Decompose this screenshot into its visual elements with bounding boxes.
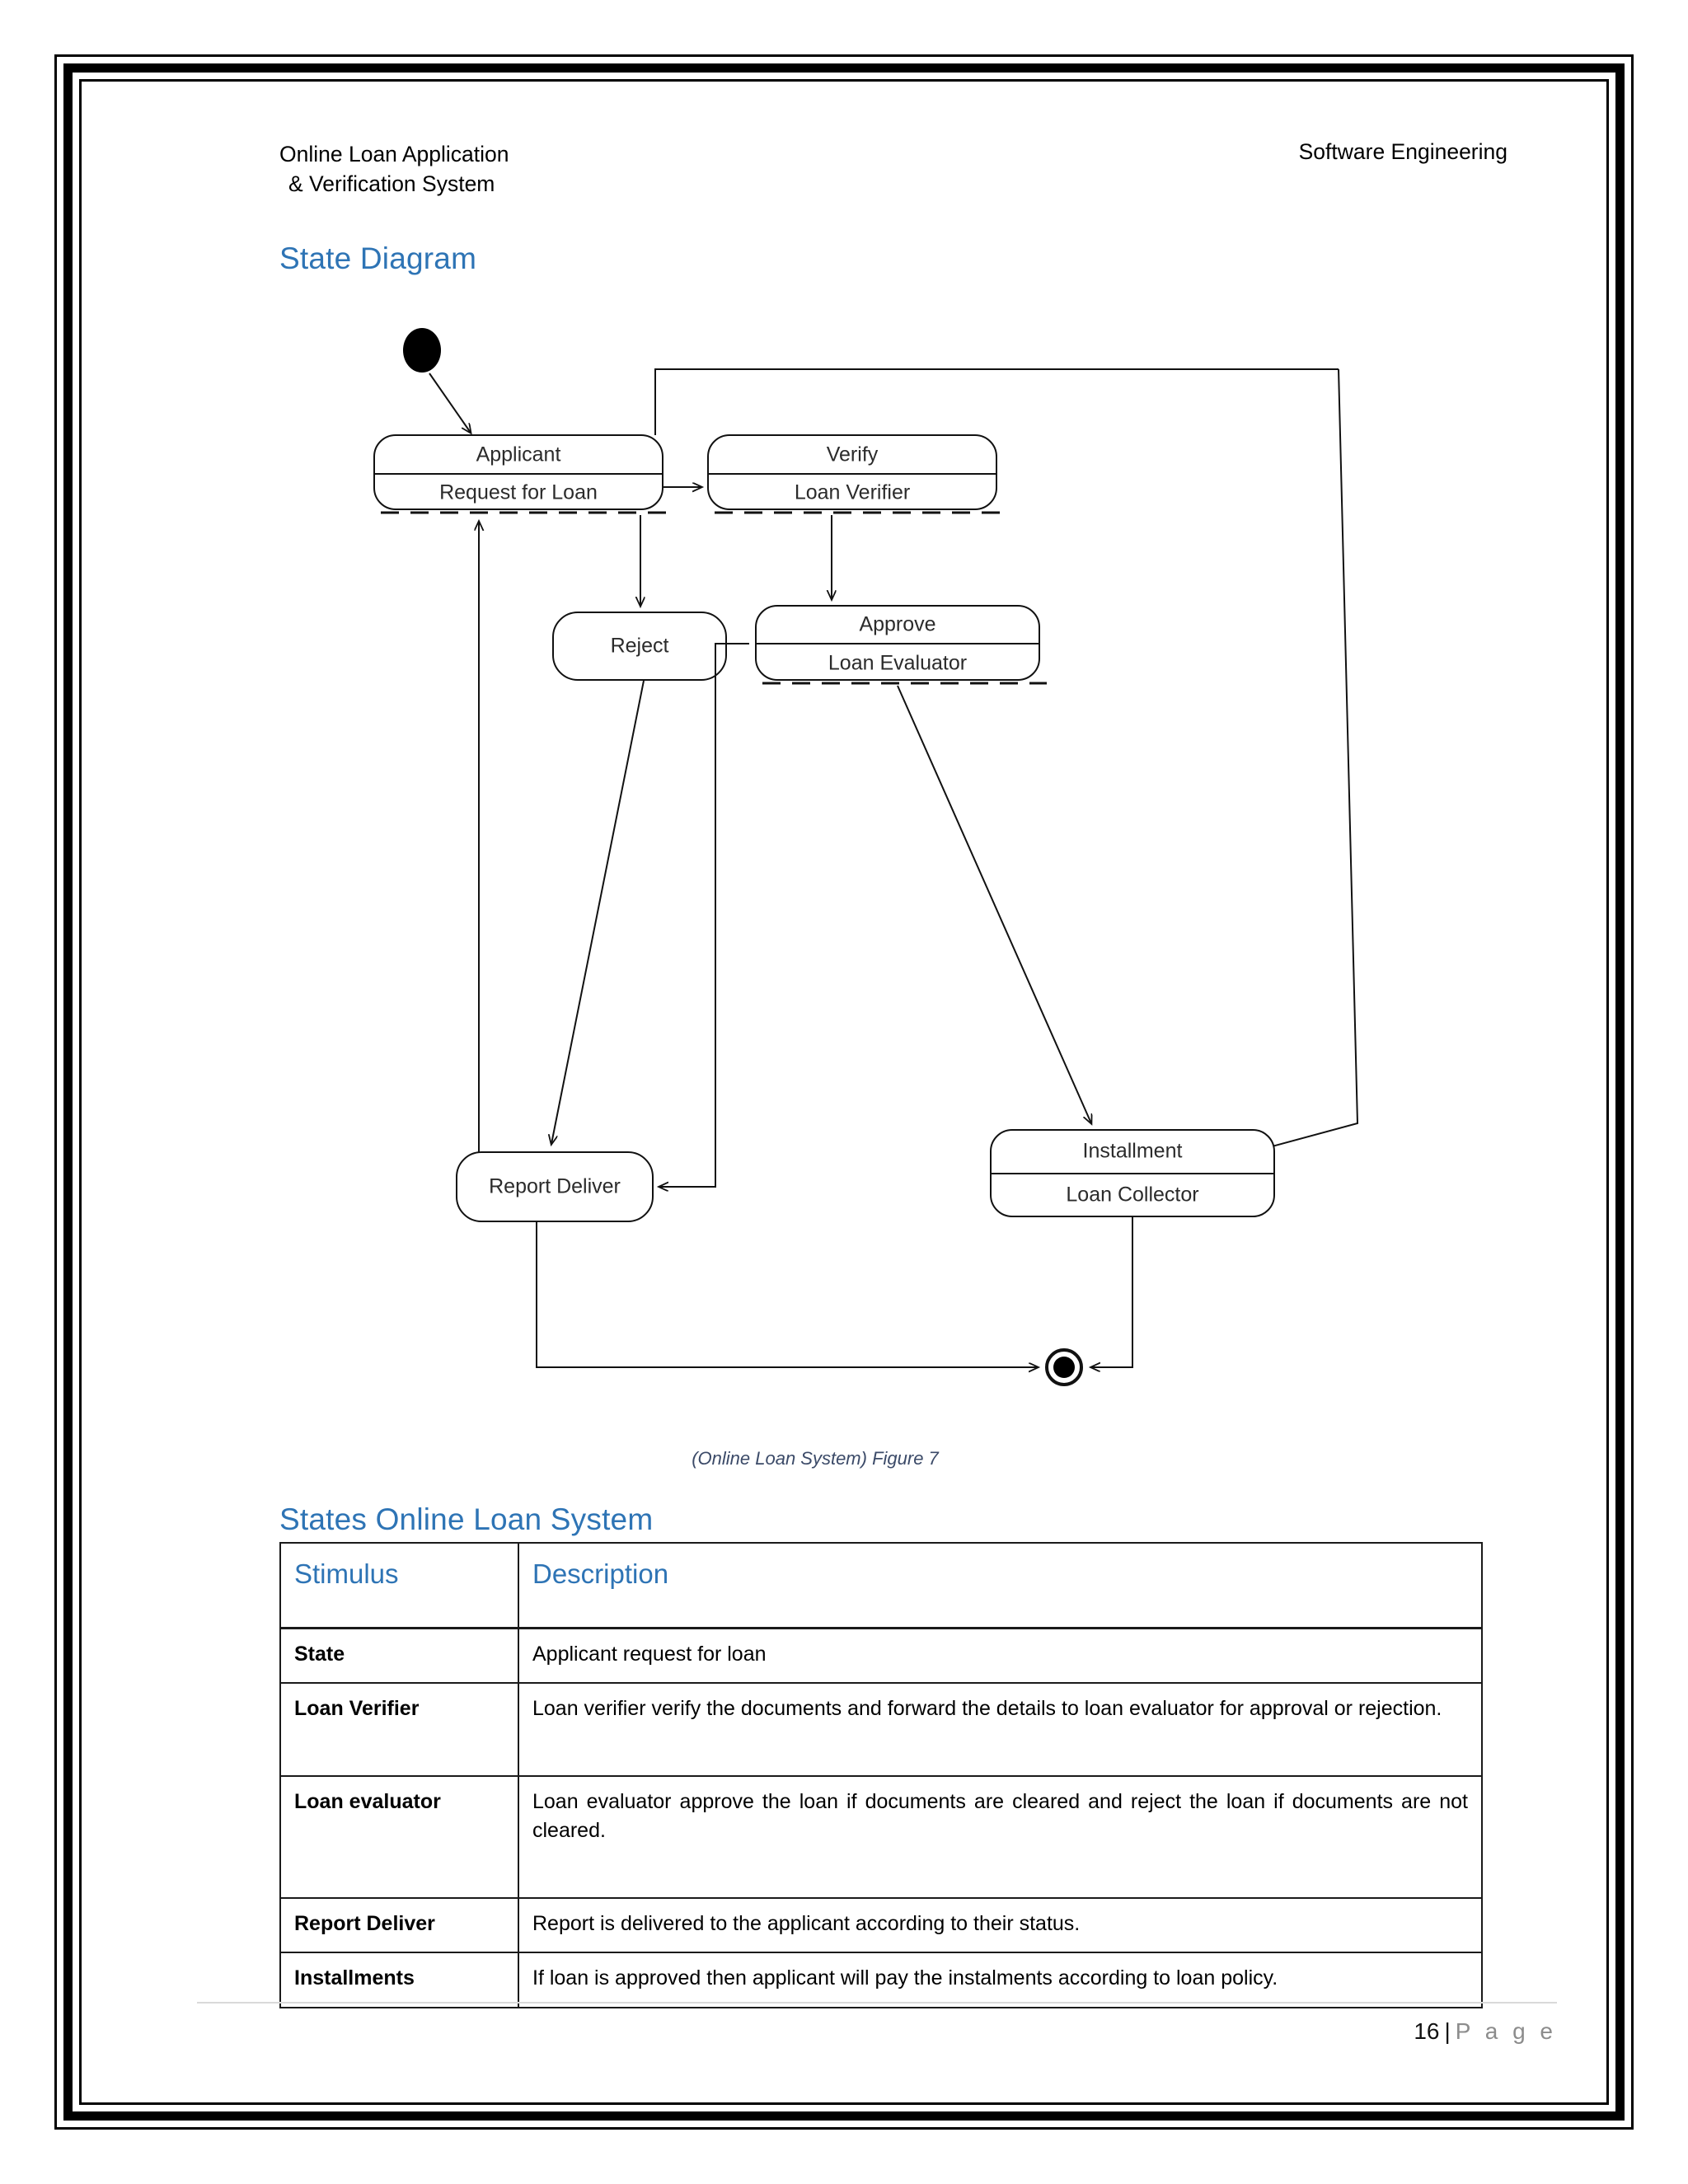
state-node-applicant: [373, 434, 670, 514]
initial-state-node: [403, 328, 441, 373]
state-label-report-deliver: Report Deliver: [489, 1175, 621, 1198]
state-label-verify-title: Verify: [827, 443, 879, 466]
figure-caption: (Online Loan System) Figure 7: [692, 1448, 939, 1469]
page-border-inner: Online Loan Application & Verification S…: [79, 79, 1609, 2105]
edge-initial-to-applicant: [429, 373, 471, 433]
edge-report-deliver-to-final: [536, 1221, 1038, 1367]
table-row: Installments If loan is approved then ap…: [279, 1952, 1483, 2008]
table-header-stimulus: Stimulus: [279, 1541, 519, 1629]
table-cell-stimulus: Loan Verifier: [279, 1682, 519, 1777]
state-label-verify-sub: Loan Verifier: [795, 481, 910, 504]
state-node-approve: [755, 605, 1047, 685]
final-state-node: [1045, 1348, 1083, 1386]
header-title-line1: Online Loan Application: [279, 142, 509, 166]
table-cell-description: If loan is approved then applicant will …: [518, 1952, 1483, 2008]
edge-installment-to-final: [1091, 1216, 1133, 1367]
state-node-verify: [707, 434, 1004, 514]
states-table: Stimulus Description State Applicant req…: [279, 1541, 1483, 2008]
table-row: Loan evaluator Loan evaluator approve th…: [279, 1774, 1483, 1899]
page-border-middle: [63, 63, 1625, 2121]
table-row: Loan Verifier Loan verifier verify the d…: [279, 1682, 1483, 1777]
state-label-approve-title: Approve: [859, 613, 935, 636]
states-table-container: Stimulus Description State Applicant req…: [279, 1541, 1483, 2008]
edge-top-rail-to-applicant: [654, 368, 1339, 435]
heading-states-table: States Online Loan System: [279, 1502, 654, 1536]
edge-right-rail-to-installment: [1236, 368, 1359, 1156]
header-subject: Software Engineering: [1298, 139, 1507, 164]
table-header-row: Stimulus Description: [279, 1541, 1483, 1629]
state-diagram-figure: Applicant Request for Loan Verify Loan V…: [164, 283, 1557, 1453]
heading-state-diagram: State Diagram: [279, 241, 477, 275]
state-node-reject: [552, 612, 727, 681]
table-header-description: Description: [518, 1541, 1483, 1629]
table-cell-description: Loan evaluator approve the loan if docum…: [518, 1774, 1483, 1899]
page-word: P a g e: [1455, 2018, 1557, 2044]
state-label-reject: Reject: [611, 635, 669, 658]
page-content: Online Loan Application & Verification S…: [164, 139, 1557, 2051]
table-cell-stimulus: Report Deliver: [279, 1896, 519, 1954]
table-row: State Applicant request for loan: [279, 1627, 1483, 1685]
edge-approve-to-installment: [897, 685, 1091, 1123]
table-cell-stimulus: Loan evaluator: [279, 1774, 519, 1899]
table-row: Report Deliver Report is delivered to th…: [279, 1896, 1483, 1954]
state-label-installment-title: Installment: [1083, 1140, 1183, 1163]
table-cell-description: Report is delivered to the applicant acc…: [518, 1896, 1483, 1954]
running-header: Online Loan Application & Verification S…: [164, 139, 1557, 222]
header-left: Online Loan Application & Verification S…: [279, 139, 509, 199]
state-node-report-deliver: [456, 1151, 654, 1222]
state-label-installment-sub: Loan Collector: [1066, 1183, 1198, 1207]
footer-separator: |: [1444, 2018, 1451, 2044]
page-border-outer: Online Loan Application & Verification S…: [54, 54, 1634, 2130]
table-cell-stimulus: Installments: [279, 1952, 519, 2008]
state-label-applicant-sub: Request for Loan: [439, 481, 598, 504]
running-footer: 16|P a g e: [197, 2002, 1557, 2045]
table-cell-stimulus: State: [279, 1627, 519, 1685]
table-cell-description: Applicant request for loan: [518, 1627, 1483, 1685]
header-title-line2: & Verification System: [288, 171, 495, 197]
state-label-applicant-title: Applicant: [476, 443, 561, 466]
state-label-approve-sub: Loan Evaluator: [828, 652, 967, 675]
edge-approve-rail-to-report-deliver: [659, 643, 749, 1187]
table-cell-description: Loan verifier verify the documents and f…: [518, 1682, 1483, 1777]
page-number: 16: [1414, 2018, 1440, 2044]
edge-reject-to-report-deliver: [551, 680, 645, 1144]
